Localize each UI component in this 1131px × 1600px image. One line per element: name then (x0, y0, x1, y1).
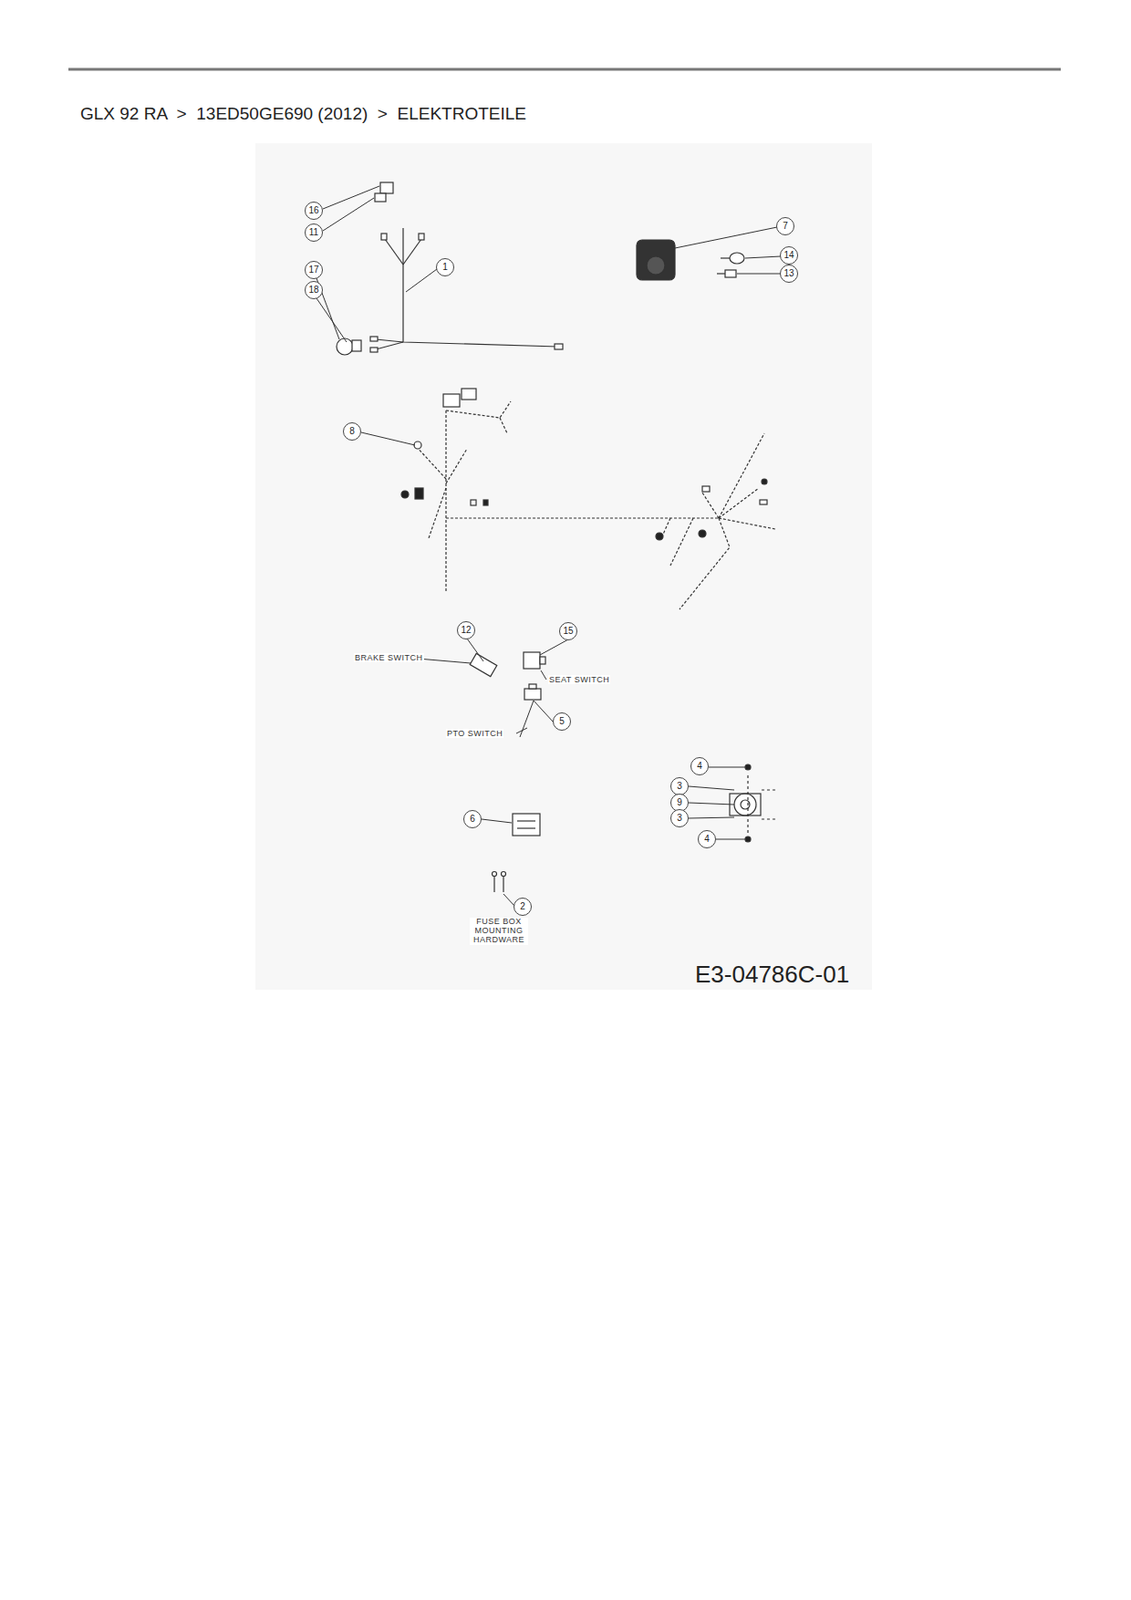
callout-number: 3 (670, 777, 689, 796)
leader-lines (316, 186, 781, 906)
callout-number: 12 (456, 621, 476, 640)
callout-number: 4 (697, 830, 716, 849)
wiring-harness-upper (370, 228, 563, 353)
callout-number: 6 (463, 809, 482, 829)
callout-number: 11 (304, 223, 323, 242)
callout-number: 1 (435, 258, 455, 277)
fuse-box-and-solenoid (492, 764, 777, 893)
callout-number: 15 (559, 622, 578, 641)
callout-number: 14 (779, 246, 799, 265)
part-label: BRAKE SWITCH (353, 653, 425, 663)
top-rule (68, 68, 1061, 72)
callout-number: 16 (304, 201, 323, 220)
callout-number: 4 (690, 757, 709, 776)
callout-number: 17 (304, 260, 323, 280)
callout-number: 18 (304, 280, 323, 300)
harness-connectors (401, 388, 768, 540)
callout-number: 8 (342, 422, 362, 441)
callout-number: 2 (513, 897, 532, 916)
callout-number: 3 (670, 809, 689, 828)
callout-number: 5 (552, 712, 571, 731)
part-label: SEAT SWITCH (548, 674, 611, 685)
part-label: FUSE BOX MOUNTING HARDWARE (469, 917, 529, 945)
callout-number: 7 (776, 217, 795, 236)
part-label: PTO SWITCH (446, 728, 504, 738)
wiring-harness-main (415, 401, 776, 610)
drawing-number: E3-04786C-01 (695, 960, 850, 989)
callout-number: 13 (779, 264, 799, 283)
upper-parts (336, 182, 745, 355)
switches (469, 652, 546, 700)
drawing-ground (255, 143, 872, 990)
page-title: GLX 92 RA > 13ED50GE690 (2012) > ELEKTRO… (80, 103, 527, 125)
